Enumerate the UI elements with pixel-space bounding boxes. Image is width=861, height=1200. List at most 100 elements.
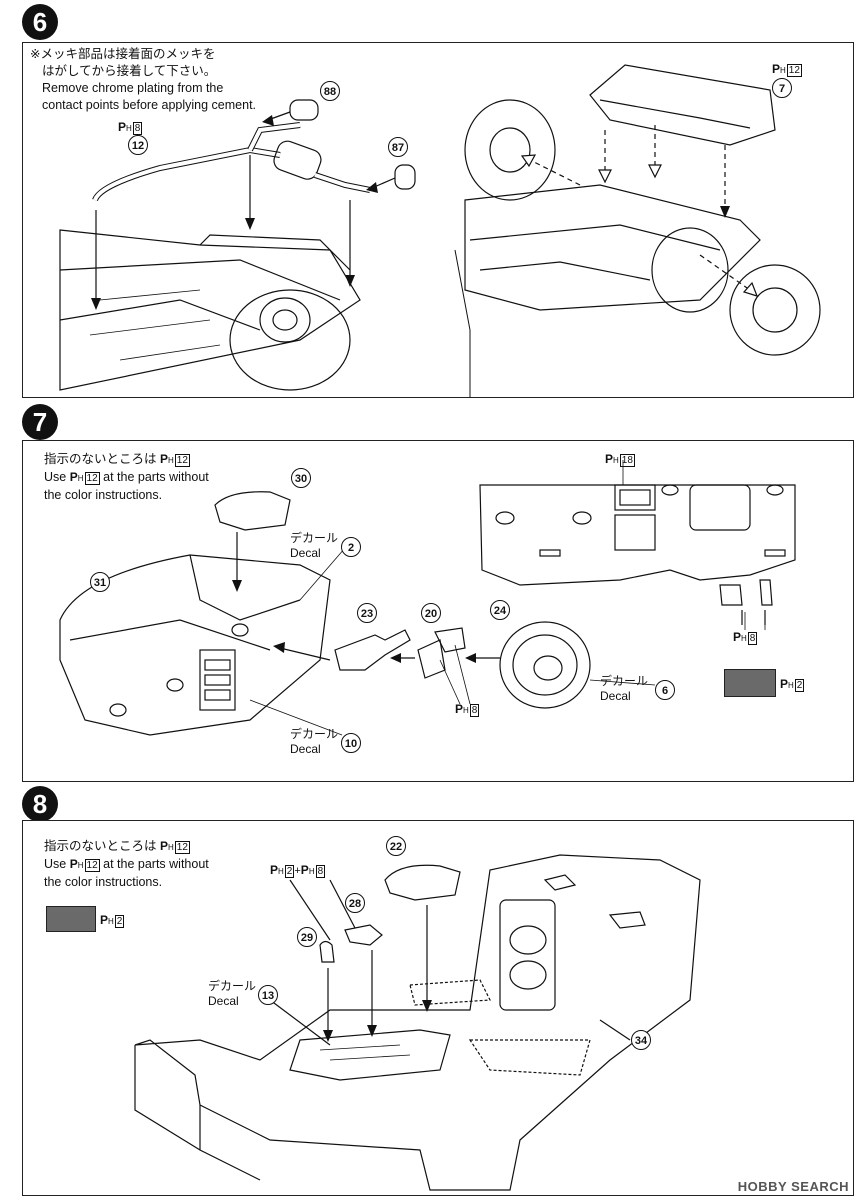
step-6-note-jp-1: ※メッキ部品は接着面のメッキを	[30, 47, 216, 61]
s6-floor-panel-7	[589, 64, 776, 146]
s7-note-jp: 指示のないところは	[44, 452, 157, 466]
s7-dash-front	[479, 484, 796, 586]
part-87-callout: 87	[388, 137, 408, 157]
paint-num-a: 2	[284, 865, 295, 878]
decal-10-callout: 10	[341, 733, 361, 753]
s7-decal-6-label: デカール Decal	[600, 674, 648, 704]
paint-sub: H	[168, 456, 174, 465]
part-34-callout: 34	[631, 1030, 651, 1050]
s6-left-wheel	[229, 289, 351, 391]
step-6-note-en-1: Remove chrome plating from the	[42, 81, 224, 95]
s6-tip-87	[394, 164, 416, 190]
paint-sub: H	[788, 681, 794, 690]
part-88-callout: 88	[320, 81, 340, 101]
paint-num: 12	[174, 454, 190, 467]
s8-note-en-1b: at the parts without	[103, 857, 209, 871]
paint-num: 2	[114, 915, 125, 928]
part-31-callout: 31	[90, 572, 110, 592]
step-6-note-en-2: contact points before applying cement.	[42, 98, 257, 112]
paint-num: 12	[84, 859, 100, 872]
s7-note-en-2: the color instructions.	[44, 488, 163, 502]
s7-cover-30	[214, 491, 291, 531]
paint-sub: H	[77, 861, 84, 870]
paint-prefix: P	[300, 863, 309, 877]
paint-sub: H	[168, 843, 174, 852]
decal-6-callout: 6	[655, 680, 675, 700]
s8-decal-13-label: デカール Decal	[208, 979, 256, 1009]
paint-prefix: P	[69, 470, 78, 484]
paint-sub: H	[780, 66, 786, 75]
paint-sub: H	[463, 706, 469, 715]
paint-prefix: P	[160, 452, 169, 466]
decal-jp: デカール	[600, 674, 649, 688]
decal-13-callout: 13	[258, 985, 278, 1005]
paint-prefix: P	[100, 913, 109, 927]
step-6-badge: 6	[22, 4, 58, 40]
watermark: HOBBY SEARCH	[737, 1179, 849, 1194]
step-6-note: ※メッキ部品は接着面のメッキを はがしてから接着して下さい。 Remove ch…	[30, 46, 290, 114]
paint-prefix: P	[69, 857, 78, 871]
s6-right-wheel-front	[729, 264, 821, 356]
s7-paddles-20	[417, 639, 446, 679]
s7-decal-10-label: デカール Decal	[290, 727, 338, 757]
paint-sub: H	[126, 124, 132, 133]
paint-sub: H	[108, 917, 114, 926]
part-7-callout: 7	[772, 78, 792, 98]
part-12-callout: 12	[128, 135, 148, 155]
paint-prefix: P	[118, 120, 127, 134]
paint-num: 8	[132, 122, 143, 135]
step-8-badge: 8	[22, 786, 58, 822]
part-24-callout: 24	[490, 600, 510, 620]
s8-note-en-1: Use	[44, 857, 67, 871]
decal-2-callout: 2	[341, 537, 361, 557]
s7-note-en-1: Use	[44, 470, 67, 484]
s8-bracket-28	[344, 924, 383, 946]
paint-prefix: P	[733, 630, 742, 644]
decal-jp: デカール	[290, 531, 339, 545]
part-29-callout: 29	[297, 927, 317, 947]
part-28-callout: 28	[345, 893, 365, 913]
decal-jp: デカール	[208, 979, 257, 993]
paint-num-b: 8	[315, 865, 326, 878]
decal-en: Decal	[208, 994, 239, 1008]
s8-note-jp: 指示のないところは	[44, 839, 157, 853]
paint-sub: H	[308, 867, 315, 876]
s6-right-wheel-rear	[464, 99, 556, 201]
decal-en: Decal	[290, 742, 321, 756]
s7-decal-2-label: デカール Decal	[290, 531, 338, 561]
paint-sub: H	[278, 867, 284, 876]
decal-en: Decal	[600, 689, 631, 703]
s7-column-23	[334, 629, 411, 671]
paint-num: 18	[619, 454, 635, 467]
s8-interior-tub-34	[134, 854, 701, 1191]
s6-right-chassis	[464, 184, 761, 311]
s8-shift-knob-29	[319, 940, 335, 963]
paint-prefix: P	[772, 62, 781, 76]
paint-num: 12	[786, 64, 802, 77]
step-8-panel	[22, 820, 854, 1196]
decal-en: Decal	[290, 546, 321, 560]
part-22-callout: 22	[386, 836, 406, 856]
paint-prefix: P	[605, 452, 614, 466]
paint-num: 2	[794, 679, 805, 692]
s8-note-en-2: the color instructions.	[44, 875, 163, 889]
paint-sub: H	[77, 474, 84, 483]
paint-sub: H	[741, 634, 747, 643]
step-6-panel	[22, 42, 854, 398]
step-7-badge: 7	[22, 404, 58, 440]
step-6-note-jp-2: はがしてから接着して下さい。	[42, 64, 217, 78]
s6-tip-88	[289, 99, 319, 121]
part-30-callout: 30	[291, 468, 311, 488]
paint-prefix: P	[780, 677, 789, 691]
